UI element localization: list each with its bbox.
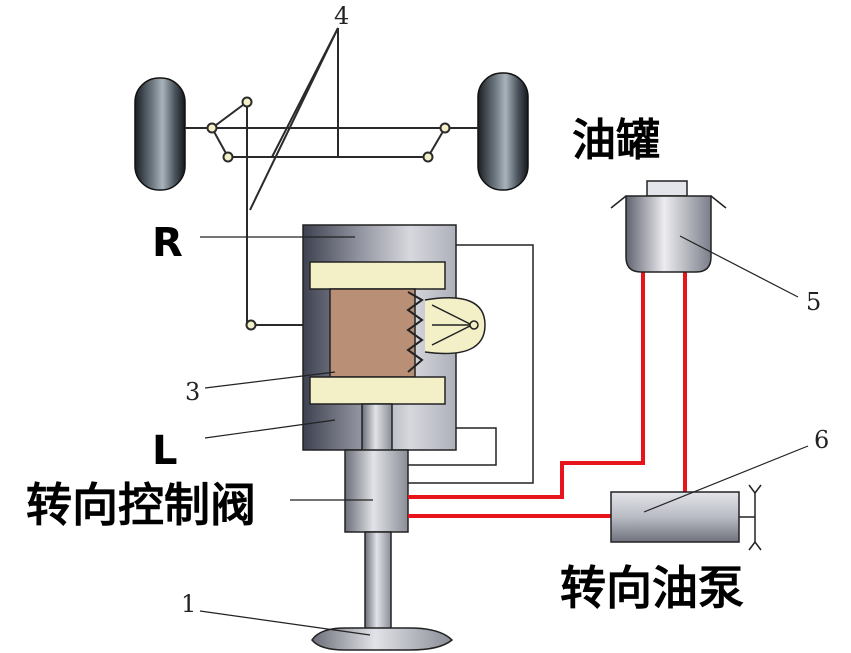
right-tire [477,72,529,191]
label-left-chamber: L [152,428,178,474]
label-reservoir: 油罐 [572,115,660,166]
callout-6: 6 [814,426,829,454]
callout-3: 3 [185,378,200,406]
steering-linkage [185,27,478,331]
steering-pump [610,484,762,551]
callout-4: 4 [334,2,349,30]
callout-5: 5 [806,288,821,316]
steering-wheel [311,627,454,651]
leader-lines [199,235,809,636]
piston-body [329,288,416,378]
hydraulic-lines [408,244,534,484]
label-control-valve: 转向控制阀 [26,478,256,532]
label-pump: 转向油泵 [560,561,744,615]
sector-gear-spokes [431,304,479,346]
left-tire [134,77,186,191]
steering-shaft [364,531,392,631]
control-valve-body [344,449,409,533]
piston-upper-plate [309,261,446,290]
rack-teeth [406,291,424,373]
label-right-chamber: R [152,220,183,266]
oil-reservoir [610,180,727,273]
piston-rod [361,403,393,453]
oil-lines [408,272,687,518]
callout-1: 1 [181,590,196,618]
piston-lower-plate [309,376,446,405]
